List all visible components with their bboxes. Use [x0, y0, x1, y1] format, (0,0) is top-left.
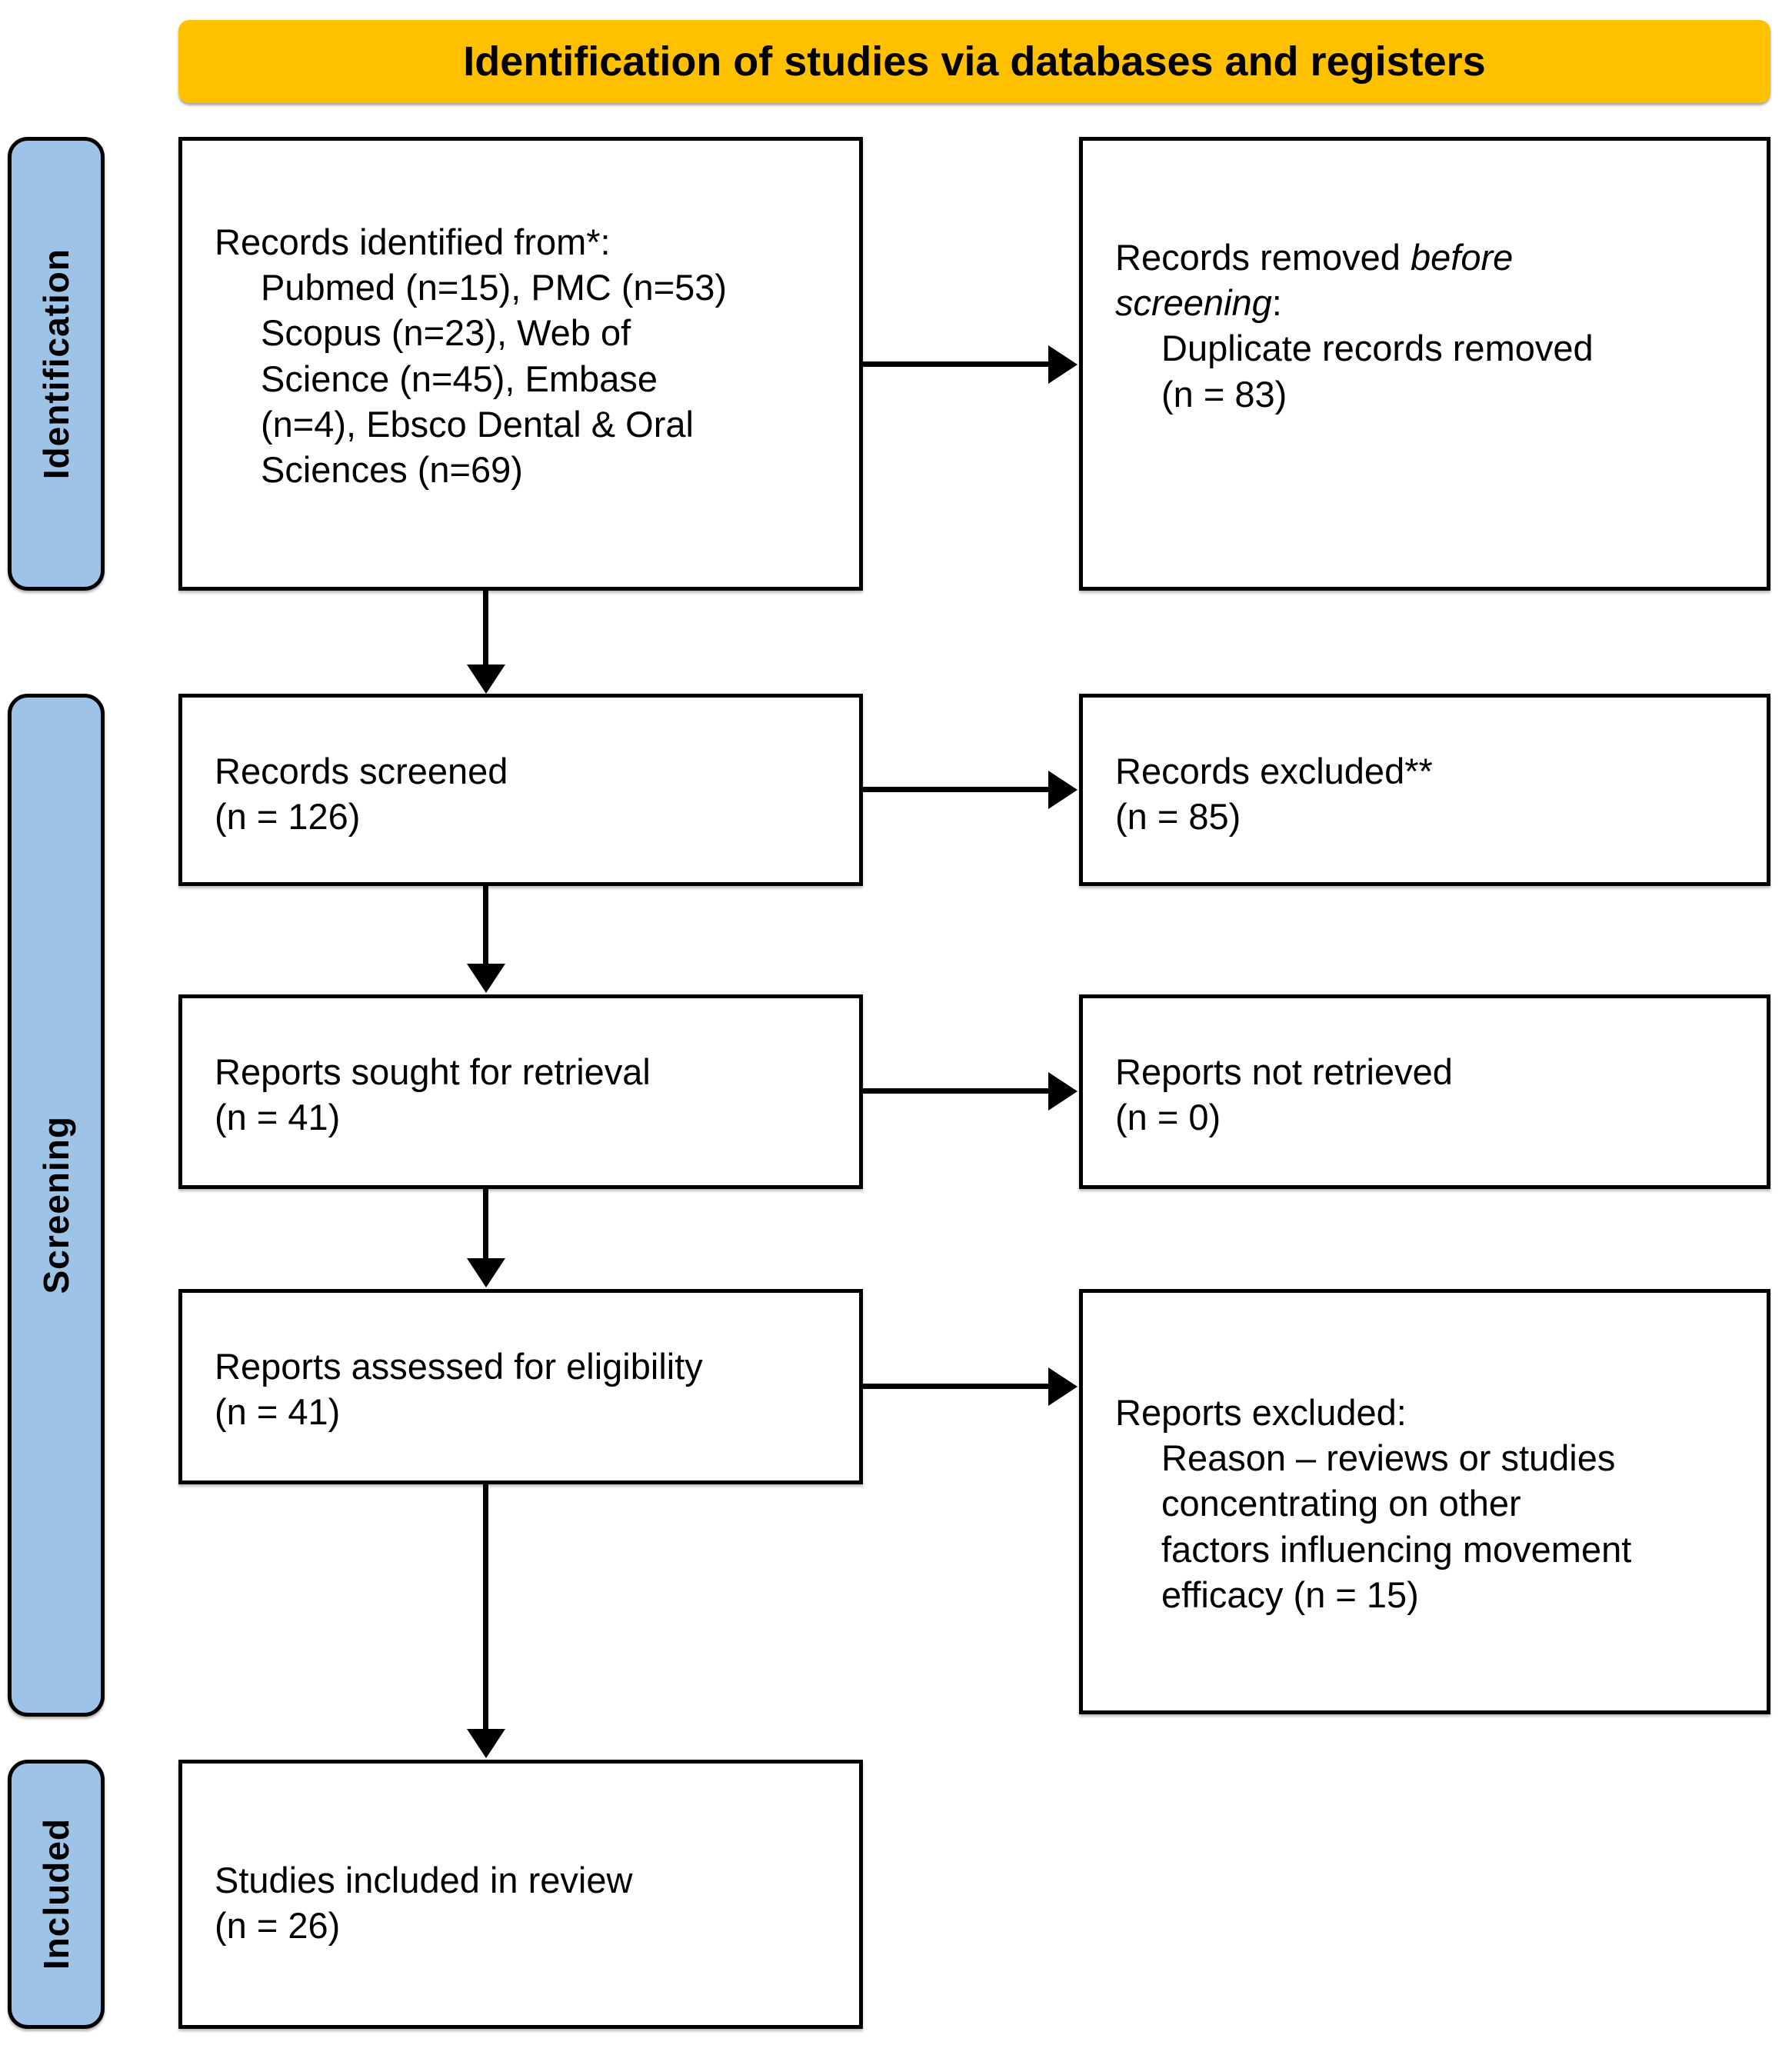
connector-identified-to-removed-arrowhead [1048, 345, 1078, 384]
stage-label-screening-text: Screening [36, 1116, 76, 1294]
box-studies-included-text: Studies included in review (n = 26) [215, 1857, 842, 1948]
records-identified-line-3: Scopus (n=23), Web of [261, 312, 631, 354]
box-records-removed-text: Records removed before screening: Duplic… [1115, 235, 1750, 417]
connector-assessed-to-included-arrowhead [467, 1729, 505, 1758]
records-removed-line-2: screening: [1115, 280, 1750, 325]
records-removed-line-2-colon: : [1271, 282, 1282, 324]
connector-sought-to-not-retrieved-arrowhead [1048, 1072, 1078, 1111]
stage-label-included: Included [8, 1760, 105, 2029]
stage-label-included-text: Included [36, 1818, 76, 1970]
connector-sought-to-assessed-line [483, 1189, 488, 1260]
diagram-header-banner: Identification of studies via databases … [178, 20, 1770, 103]
records-identified-line-4: Science (n=45), Embase [261, 358, 658, 399]
records-removed-line-2-italic: screening [1115, 282, 1272, 324]
stage-label-identification: Identification [8, 137, 105, 591]
connector-assessed-to-reports-excluded-arrowhead [1048, 1367, 1078, 1406]
box-records-excluded: Records excluded** (n = 85) [1079, 694, 1770, 886]
reports-excluded-line-3: concentrating on other [1161, 1483, 1521, 1524]
records-removed-line-1-plain: Records removed [1115, 237, 1411, 278]
box-records-excluded-text: Records excluded** (n = 85) [1115, 748, 1750, 839]
connector-screened-to-sought-arrowhead [467, 964, 505, 993]
box-reports-sought-text: Reports sought for retrieval (n = 41) [215, 1049, 842, 1140]
records-removed-line-3: Duplicate records removed [1161, 328, 1594, 369]
records-screened-line-2: (n = 126) [215, 796, 361, 838]
connector-screened-to-sought-line [483, 886, 488, 965]
reports-not-retrieved-line-1: Reports not retrieved [1115, 1051, 1453, 1092]
records-excluded-line-2: (n = 85) [1115, 796, 1241, 838]
reports-sought-line-2: (n = 41) [215, 1097, 341, 1138]
box-reports-assessed-for-eligibility: Reports assessed for eligibility (n = 41… [178, 1289, 863, 1484]
connector-identified-to-screened-arrowhead [467, 664, 505, 694]
records-removed-line-1-italic: before [1411, 237, 1514, 278]
connector-identified-to-screened-line [483, 591, 488, 666]
box-records-screened: Records screened (n = 126) [178, 694, 863, 886]
box-records-identified: Records identified from*: Pubmed (n=15),… [178, 137, 863, 591]
box-reports-not-retrieved-text: Reports not retrieved (n = 0) [1115, 1049, 1750, 1140]
reports-sought-line-1: Reports sought for retrieval [215, 1051, 651, 1092]
reports-assessed-line-2: (n = 41) [215, 1391, 341, 1433]
box-reports-not-retrieved: Reports not retrieved (n = 0) [1079, 994, 1770, 1189]
reports-excluded-line-5: efficacy (n = 15) [1161, 1574, 1419, 1615]
box-records-identified-text: Records identified from*: Pubmed (n=15),… [215, 219, 842, 492]
records-identified-line-1: Records identified from*: [215, 221, 611, 262]
reports-not-retrieved-line-2: (n = 0) [1115, 1097, 1221, 1138]
records-identified-line-5: (n=4), Ebsco Dental & Oral [261, 403, 694, 445]
reports-excluded-line-4: factors influencing movement [1161, 1528, 1632, 1570]
connector-screened-to-excluded-arrowhead [1048, 771, 1078, 809]
stage-label-screening: Screening [8, 694, 105, 1717]
studies-included-line-2: (n = 26) [215, 1905, 341, 1947]
records-identified-line-2: Pubmed (n=15), PMC (n=53) [261, 267, 728, 308]
diagram-title: Identification of studies via databases … [463, 38, 1486, 85]
box-reports-sought-for-retrieval: Reports sought for retrieval (n = 41) [178, 994, 863, 1189]
records-screened-line-1: Records screened [215, 751, 508, 791]
records-removed-line-1: Records removed before [1115, 237, 1513, 278]
box-reports-excluded-text: Reports excluded: Reason – reviews or st… [1115, 1390, 1750, 1617]
box-records-removed-before-screening: Records removed before screening: Duplic… [1079, 137, 1770, 591]
reports-excluded-line-1: Reports excluded: [1115, 1392, 1407, 1433]
reports-assessed-line-1: Reports assessed for eligibility [215, 1346, 703, 1387]
box-studies-included-in-review: Studies included in review (n = 26) [178, 1760, 863, 2029]
reports-excluded-line-2: Reason – reviews or studies [1161, 1437, 1616, 1479]
connector-screened-to-excluded-line [863, 787, 1050, 792]
box-reports-excluded: Reports excluded: Reason – reviews or st… [1079, 1289, 1770, 1714]
records-identified-line-6: Sciences (n=69) [261, 449, 523, 491]
connector-assessed-to-included-line [483, 1484, 488, 1730]
records-excluded-line-1: Records excluded** [1115, 751, 1433, 791]
box-reports-assessed-text: Reports assessed for eligibility (n = 41… [215, 1344, 842, 1434]
studies-included-line-1: Studies included in review [215, 1860, 633, 1900]
box-records-screened-text: Records screened (n = 126) [215, 748, 842, 839]
connector-assessed-to-reports-excluded-line [863, 1384, 1050, 1389]
connector-sought-to-not-retrieved-line [863, 1088, 1050, 1094]
stage-label-identification-text: Identification [36, 248, 76, 480]
records-removed-line-4: (n = 83) [1161, 373, 1287, 415]
connector-sought-to-assessed-arrowhead [467, 1258, 505, 1287]
connector-identified-to-removed-line [863, 361, 1050, 367]
